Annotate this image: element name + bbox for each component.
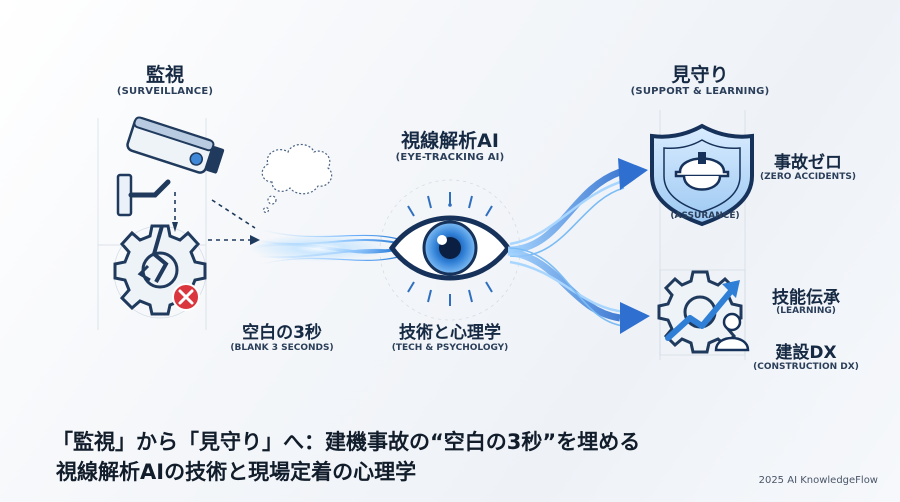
shield-helmet-icon [650,123,754,227]
light-beam-left [249,229,405,265]
zero-accidents-subtitle: (ZERO ACCIDENTS) [760,172,856,182]
error-x-icon [172,283,200,311]
blank-subtitle: (BLANK 3 SECONDS) [230,343,334,353]
center-subtitle: (EYE-TRACKING AI) [395,152,505,163]
center-bottom-title: 技術と心理学 [399,323,501,343]
dashed-connectors [174,192,256,241]
arrow-head [618,158,648,190]
right-subtitle: (SUPPORT & LEARNING) [630,86,770,97]
security-camera-icon [116,116,225,217]
skill-transfer-subtitle: (LEARNING) [776,306,836,316]
eye-icon [388,192,512,306]
left-subtitle: (SURVEILLANCE) [116,86,214,97]
headline-line-2: 視線解析AIの技術と現場定着の心理学 [56,460,417,484]
arrow-head [620,302,650,334]
construction-dx-subtitle: (CONSTRUCTION DX) [753,362,859,372]
light-beam-right [507,158,650,334]
left-title: 監視 [145,64,184,86]
assurance-label: (ASSURANCE) [670,211,740,221]
thought-cloud-icon [261,143,333,214]
copyright: 2025 AI KnowledgeFlow [758,475,878,486]
arrow-head [172,222,178,232]
skill-transfer-title: 技能伝承 [772,288,840,308]
right-title: 見守り [671,64,729,86]
gear-growth-icon [657,270,743,354]
headline-line-1: 「監視」から「見守り」へ：建機事故の“空白の3秒”を埋める [52,430,641,454]
worker-icon [714,312,750,352]
blank-title: 空白の3秒 [242,323,322,343]
construction-dx-title: 建設DX [775,343,837,363]
zero-accidents-title: 事故ゼロ [774,153,842,173]
center-bottom-subtitle: (TECH & PSYCHOLOGY) [391,343,509,353]
center-title: 視線解析AI [401,130,499,152]
